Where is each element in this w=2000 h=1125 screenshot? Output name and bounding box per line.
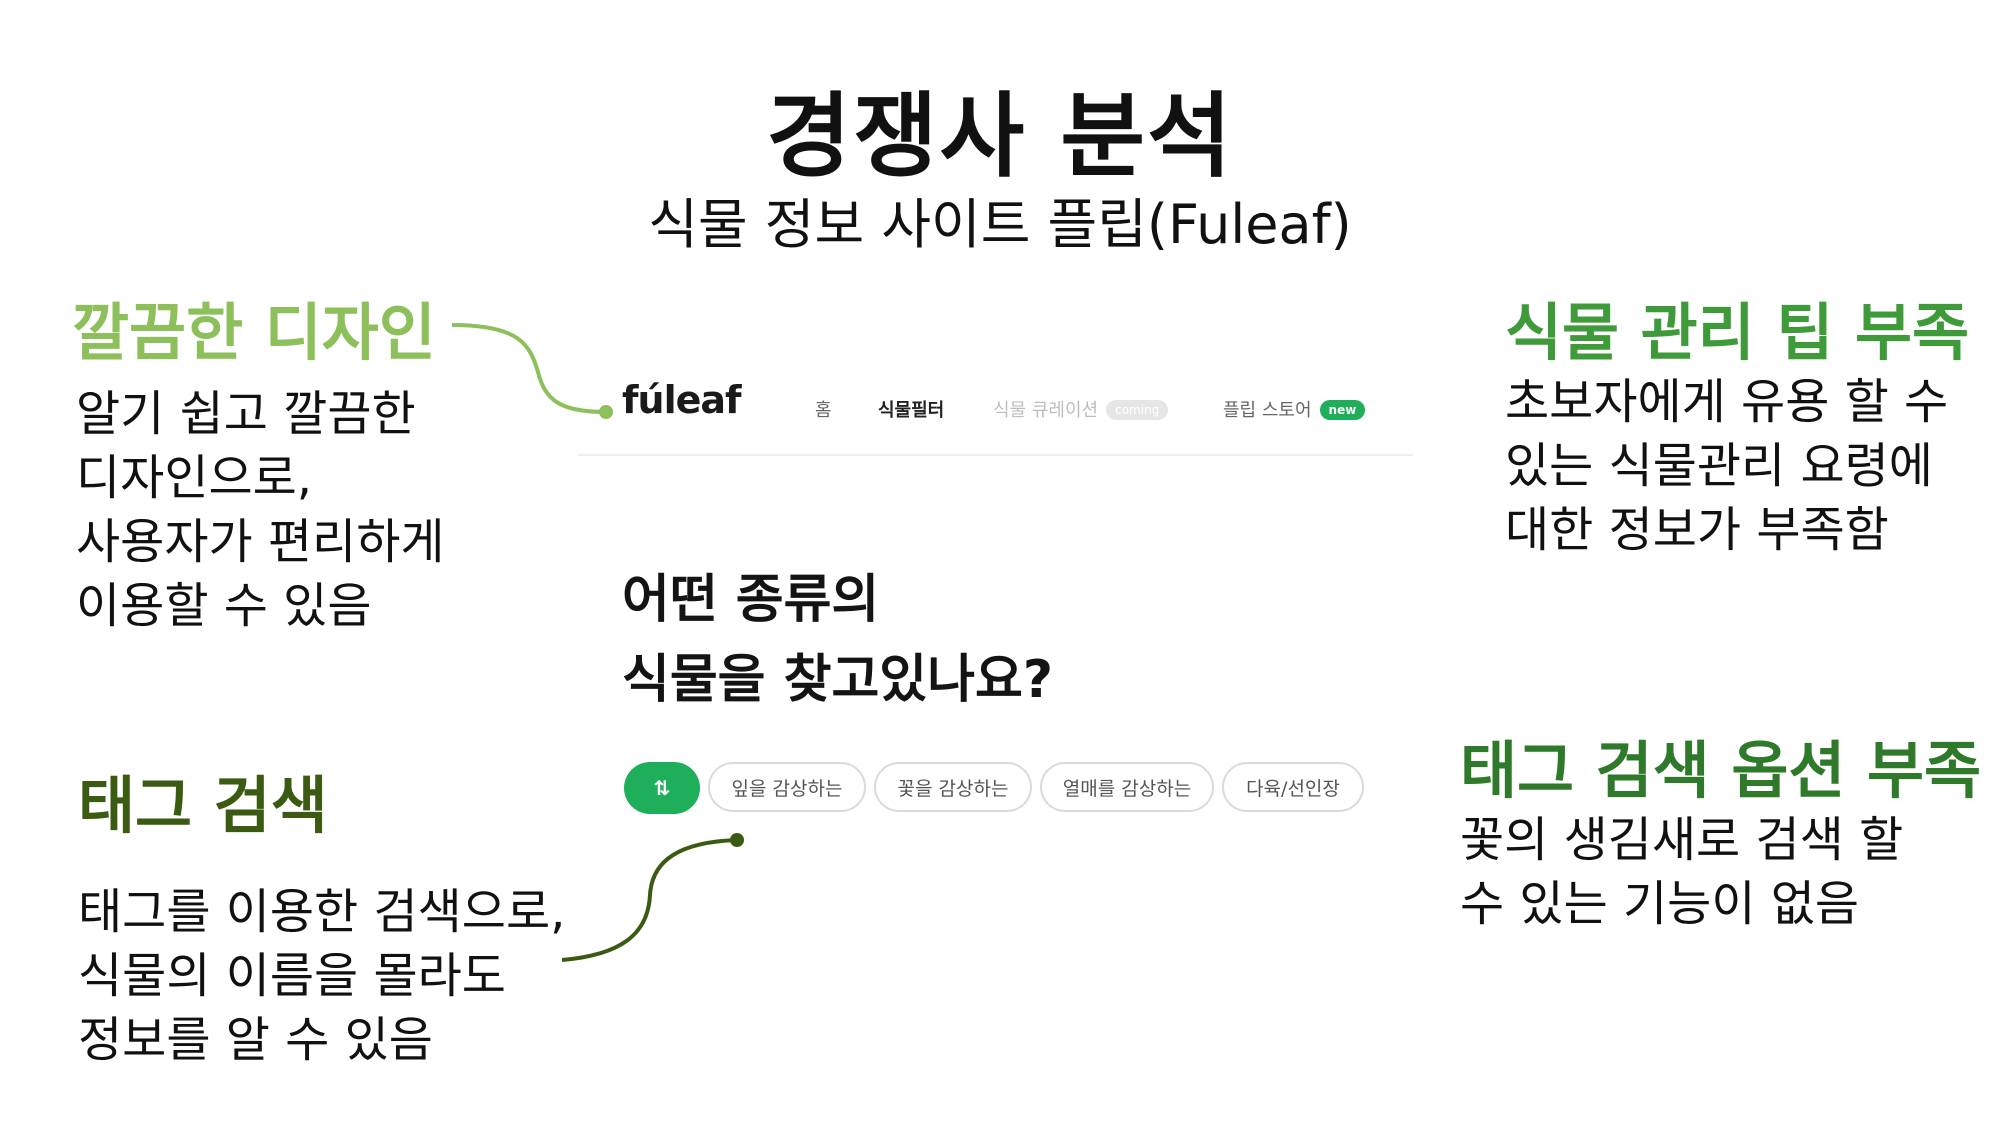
coming-badge: coming [1106, 400, 1169, 420]
fuleaf-logo[interactable]: fúleaf [622, 378, 742, 422]
tag-chip-leaves[interactable]: 잎을 감상하는 [708, 762, 866, 812]
description-line: 식물의 이름을 몰라도 [78, 948, 506, 1004]
tag-chip-succulents[interactable]: 다육/선인장 [1222, 762, 1364, 812]
description-line: 초보자에게 유용 할 수 [1505, 374, 1949, 430]
description-line: 정보를 알 수 있음 [78, 1012, 433, 1068]
swap-arrows-icon: ⇅ [653, 776, 671, 800]
nav-home[interactable]: 홈 [815, 396, 832, 422]
page-subtitle: 식물 정보 사이트 플립(Fuleaf) [648, 193, 1352, 256]
tag-chip-flowers[interactable]: 꽃을 감상하는 [874, 762, 1032, 812]
clean-design-connector-dot [599, 405, 613, 419]
tag-toggle-button[interactable]: ⇅ [624, 762, 700, 814]
care-tips-heading: 식물 관리 팁 부족 [1505, 296, 1970, 369]
new-badge: new [1319, 400, 1366, 420]
clean-design-heading: 깔끔한 디자인 [72, 296, 436, 369]
description-line: 꽃의 생김새로 검색 할 [1460, 812, 1904, 868]
clean-design-description: 알기 쉽고 깔끔한 디자인으로, 사용자가 편리하게 이용할 수 있음 [76, 382, 445, 638]
tag-search-connector-dot [730, 833, 744, 847]
nav-plant-curation[interactable]: 식물 큐레이션 coming [993, 396, 1169, 422]
description-line: 사용자가 편리하게 [76, 514, 445, 570]
description-line: 이용할 수 있음 [76, 578, 372, 634]
clean-design-connector [451, 323, 607, 414]
tag-search-description: 태그를 이용한 검색으로, 식물의 이름을 몰라도 정보를 알 수 있음 [78, 880, 565, 1072]
tag-options-heading: 태그 검색 옵션 부족 [1460, 734, 1982, 807]
description-line: 디자인으로, [76, 450, 313, 506]
nav-home-label: 홈 [815, 400, 832, 421]
nav-plant-curation-label: 식물 큐레이션 [993, 400, 1099, 421]
description-line: 태그를 이용한 검색으로, [78, 884, 566, 940]
nav-fuleaf-store-label: 플립 스토어 [1223, 400, 1312, 421]
description-line: 알기 쉽고 깔끔한 [76, 386, 416, 442]
tag-search-connector [561, 838, 738, 962]
page-title: 경쟁사 분석 [766, 83, 1234, 190]
nav-plant-filter-label: 식물필터 [878, 400, 945, 421]
hero-line: 식물을 찾고있나요? [622, 650, 1053, 710]
description-line: 있는 식물관리 요령에 [1505, 438, 1933, 494]
nav-fuleaf-store[interactable]: 플립 스토어 new [1223, 396, 1366, 422]
hero-line: 어떤 종류의 [622, 570, 880, 630]
tag-chip-fruits[interactable]: 열매를 감상하는 [1040, 762, 1214, 812]
tag-search-heading: 태그 검색 [78, 769, 328, 842]
nav-plant-filter[interactable]: 식물필터 [878, 396, 944, 422]
tag-options-description: 꽃의 생김새로 검색 할 수 있는 기능이 없음 [1460, 808, 1903, 936]
description-line: 대한 정보가 부족함 [1505, 502, 1889, 558]
hero-heading: 어떤 종류의 식물을 찾고있나요? [622, 560, 1053, 720]
nav-divider [578, 454, 1413, 456]
care-tips-description: 초보자에게 유용 할 수 있는 식물관리 요령에 대한 정보가 부족함 [1505, 370, 1948, 562]
description-line: 수 있는 기능이 없음 [1460, 876, 1860, 932]
